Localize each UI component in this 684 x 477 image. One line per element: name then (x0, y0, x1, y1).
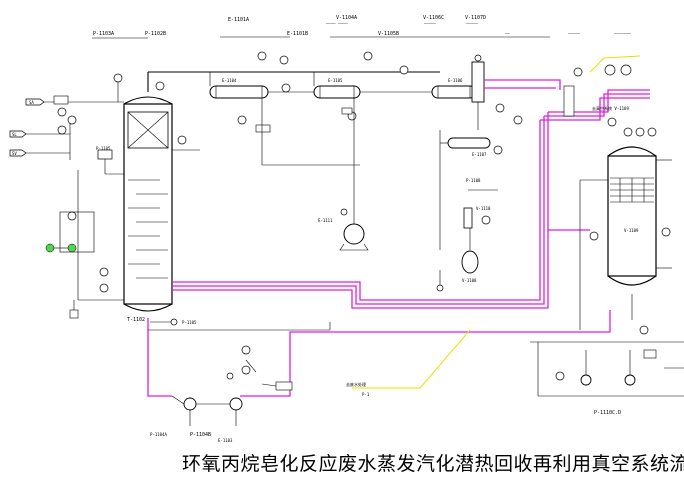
stream-sl: SL (12, 132, 17, 137)
bottom-pumps: P-1105 P-1104A P-1104B E-1103 (148, 318, 331, 443)
vacuum-pump-set: P-1110C.D (530, 325, 684, 416)
vacuum-pump-tag: P-1110C.D (594, 410, 621, 416)
tag-top-3: E-1101A (228, 17, 249, 23)
diagram-title: 环氧丙烷皂化反应废水蒸发汽化潜热回收再利用真空系统流 (182, 453, 684, 475)
svg-text:———————: ——————— (614, 31, 631, 36)
exchanger-mid-tag: E-1111 (318, 218, 333, 223)
tag-top-7: V-1106C (423, 15, 444, 21)
left-instruments: SA SL SV P-1105 (9, 73, 165, 319)
magenta-lines (147, 79, 650, 397)
tag-top-1: P-1103A (93, 31, 114, 37)
feed-pump-b-tag: P-1104B (190, 432, 211, 438)
reboiler-tag: E-1103 (218, 438, 233, 443)
feed-pump-a-tag: P-1104A (150, 432, 167, 437)
aftercooler-tag: E-1107 (472, 152, 487, 157)
vacuum-drum-tag: V-1109 (624, 228, 639, 233)
svg-text:——: —— (505, 31, 510, 36)
tag-top-2: P-1102B (145, 31, 166, 37)
tag-top-5: V-1104A (336, 15, 357, 21)
vacuum-vessel: V-1109 去真空系统 V-1109 (563, 55, 672, 330)
right-drum: E-1107 V-1110 P-1108 V-1108 (436, 54, 523, 292)
bottom-pump-tag: P-1105 (182, 320, 197, 325)
column-tag: T-1102 (127, 317, 145, 323)
tag-top-4: E-1101B (287, 31, 308, 37)
svg-text:P-1108: P-1108 (466, 178, 481, 183)
svg-text:—————: ————— (424, 21, 437, 26)
tag-top-6: V-1105B (378, 31, 399, 37)
main-column: T-1102 (123, 72, 173, 323)
top-right-note: 去真空系统 V-1109 (592, 105, 629, 111)
svg-text:P-1105: P-1105 (96, 146, 111, 151)
tag-top-8: V-1107D (465, 15, 486, 21)
top-tag-row: P-1103A P-1102B E-1101A E-1101B V-1104A … (92, 15, 631, 39)
stream-sa: SA (29, 100, 34, 105)
stream-sv: SV (12, 151, 17, 156)
mid-pump: E-1111 (318, 165, 369, 251)
bottom-note-sub: P-1 (362, 392, 370, 397)
receiver-tag: V-1108 (462, 278, 477, 283)
condenser-3-tag: E-1106 (448, 78, 463, 83)
bottom-callout: 去废水处理 P-1 (346, 329, 471, 397)
condenser-2-tag: E-1105 (328, 78, 343, 83)
condensers: E-1104 E-1105 E-1106 (148, 51, 477, 166)
small-drum-tag: V-1110 (476, 206, 491, 211)
svg-text:—————: ————— (568, 31, 581, 36)
svg-text:—————: ————— (466, 21, 479, 26)
svg-text:———— ————: ———— ———— (326, 21, 348, 26)
bottom-note: 去废水处理 (346, 381, 366, 387)
condenser-1-tag: E-1104 (222, 78, 237, 83)
